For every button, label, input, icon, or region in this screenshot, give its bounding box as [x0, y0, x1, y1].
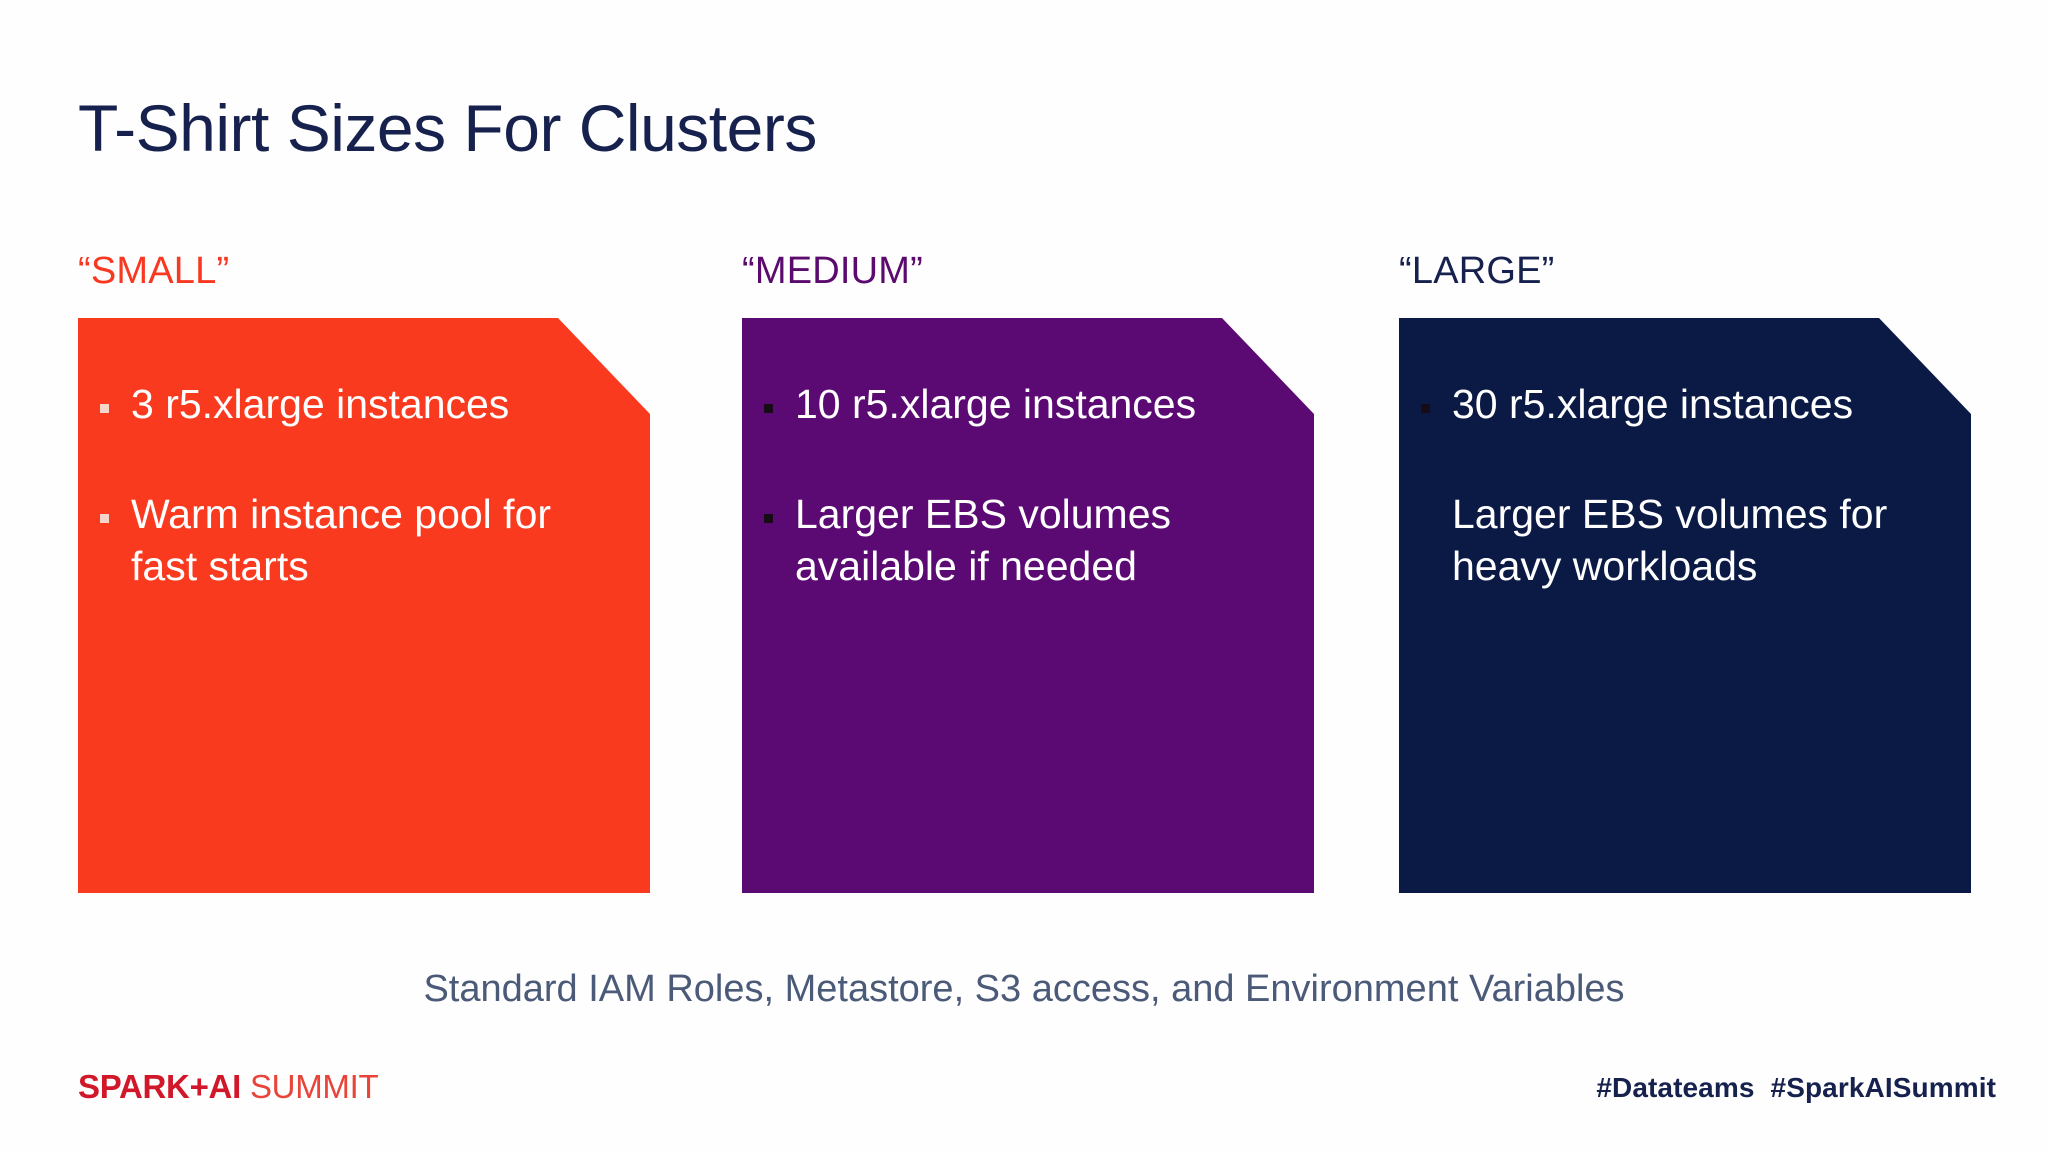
logo-word-text: SUMMIT — [249, 1068, 379, 1105]
slide-caption: Standard IAM Roles, Metastore, S3 access… — [423, 968, 1625, 1010]
list-item-text: 3 r5.xlarge instances — [131, 381, 510, 427]
card-label-small: “SMALL” — [78, 250, 230, 292]
bullet-square-icon — [764, 514, 773, 523]
footer-hashtags: #Datateams #SparkAISummit — [1596, 1072, 1996, 1104]
list-item: 30 r5.xlarge instances — [1421, 378, 1945, 430]
list-item: Warm instance pool for fast starts — [100, 488, 624, 592]
list-item: 10 r5.xlarge instances — [764, 378, 1288, 430]
bullet-list-small: 3 r5.xlarge instances Warm instance pool… — [100, 378, 624, 592]
cluster-card-medium: “MEDIUM” 10 r5.xlarge instances Larger E… — [742, 252, 1314, 893]
list-item: 3 r5.xlarge instances — [100, 378, 624, 430]
bullet-list-medium: 10 r5.xlarge instances Larger EBS volume… — [764, 378, 1288, 592]
cluster-card-small: “SMALL” 3 r5.xlarge instances Warm insta… — [78, 252, 650, 893]
list-item-text: 30 r5.xlarge instances — [1452, 381, 1854, 427]
bullet-square-icon — [1421, 404, 1430, 413]
bullet-square-icon — [764, 404, 773, 413]
card-label-medium: “MEDIUM” — [742, 250, 924, 292]
list-item: Larger EBS volumes available if needed — [764, 488, 1288, 592]
hashtag-sparkaisummit: #SparkAISummit — [1770, 1072, 1996, 1103]
card-body-small: 3 r5.xlarge instances Warm instance pool… — [78, 318, 650, 893]
list-item: Larger EBS volumes for heavy workloads — [1421, 488, 1945, 592]
bullet-square-icon — [100, 404, 109, 413]
list-item-text: Larger EBS volumes for heavy workloads — [1452, 491, 1888, 590]
list-item-text: 10 r5.xlarge instances — [795, 381, 1197, 427]
bullet-square-icon — [100, 514, 109, 523]
list-item-text: Larger EBS volumes available if needed — [795, 491, 1172, 590]
logo-mark-text: SPARK+AI — [78, 1068, 241, 1105]
hashtag-datateams: #Datateams — [1596, 1072, 1755, 1103]
bullet-square-icon — [1421, 514, 1430, 523]
card-label-large: “LARGE” — [1399, 250, 1555, 292]
list-item-text: Warm instance pool for fast starts — [131, 491, 552, 590]
bullet-list-large: 30 r5.xlarge instances Larger EBS volume… — [1421, 378, 1945, 592]
card-body-large: 30 r5.xlarge instances Larger EBS volume… — [1399, 318, 1971, 893]
page-title: T-Shirt Sizes For Clusters — [78, 91, 817, 165]
card-body-medium: 10 r5.xlarge instances Larger EBS volume… — [742, 318, 1314, 893]
cluster-card-large: “LARGE” 30 r5.xlarge instances Larger EB… — [1399, 252, 1971, 893]
